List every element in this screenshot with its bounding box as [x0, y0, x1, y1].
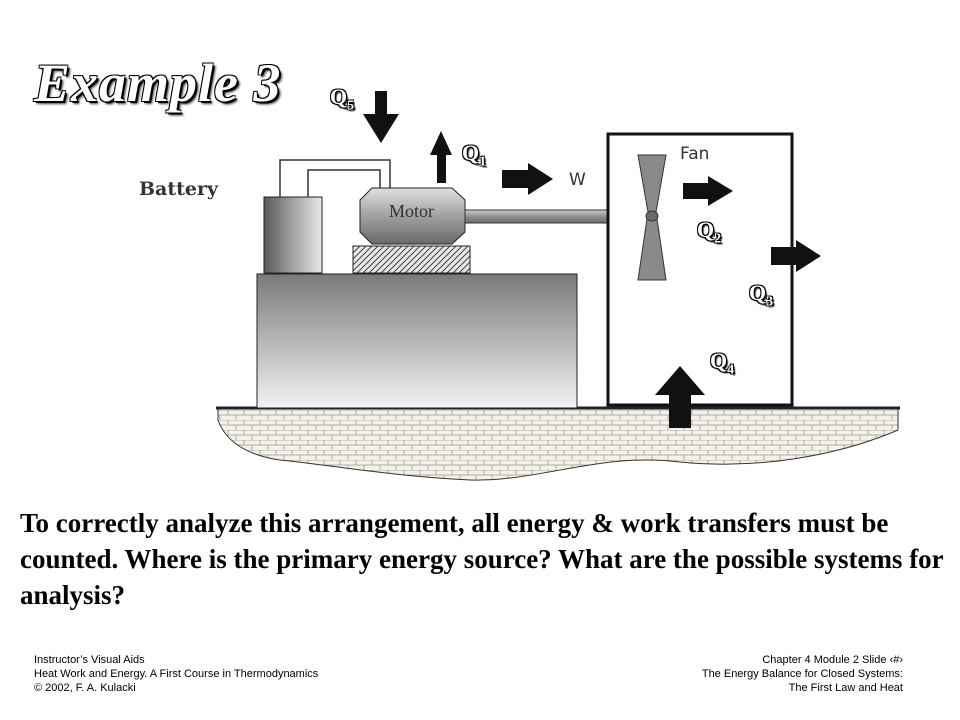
slide-title: Example 3 — [34, 53, 282, 113]
q3-arrow — [771, 240, 821, 272]
fan-label: Fan — [680, 144, 710, 164]
question-text: To correctly analyze this arrangement, a… — [20, 508, 944, 610]
w-arrow — [502, 163, 553, 195]
wire-inner — [307, 169, 381, 197]
q5-label: Q5 — [330, 84, 355, 114]
ground — [217, 407, 899, 481]
footer-right: Chapter 4 Module 2 Slide ‹#› The Energy … — [702, 653, 903, 695]
footer-left-line: Instructor’s Visual Aids — [34, 654, 145, 666]
q5-arrow — [363, 91, 399, 143]
q2-arrow — [683, 176, 733, 206]
q1-label: Q1 — [462, 140, 487, 170]
footer-right-line: The Energy Balance for Closed Systems: — [701, 668, 903, 680]
footer-left: Instructor’s Visual Aids Heat Work and E… — [34, 653, 318, 695]
fan-box — [606, 132, 794, 407]
work-label: W — [569, 170, 586, 190]
motor-mount — [352, 245, 471, 274]
wire-outer — [279, 159, 391, 197]
footer-left-line: © 2002, F. A. Kulacki — [34, 682, 136, 694]
q3-label: Q3 — [749, 280, 774, 310]
footer-right-line: The First Law and Heat — [788, 682, 903, 694]
footer-right-line: Chapter 4 Module 2 Slide ‹#› — [762, 654, 903, 666]
q4-arrow — [655, 366, 705, 428]
battery — [263, 196, 323, 274]
footer-left-line: Heat Work and Energy. A First Course in … — [34, 668, 319, 680]
base-block — [256, 273, 578, 409]
motor — [359, 187, 466, 245]
motor-label: Motor — [389, 201, 434, 221]
q2-label: Q2 — [697, 217, 722, 247]
q4-label: Q4 — [710, 348, 735, 378]
battery-label: Battery — [139, 178, 219, 200]
fan-hub — [645, 210, 659, 222]
q1-arrow — [430, 131, 452, 183]
